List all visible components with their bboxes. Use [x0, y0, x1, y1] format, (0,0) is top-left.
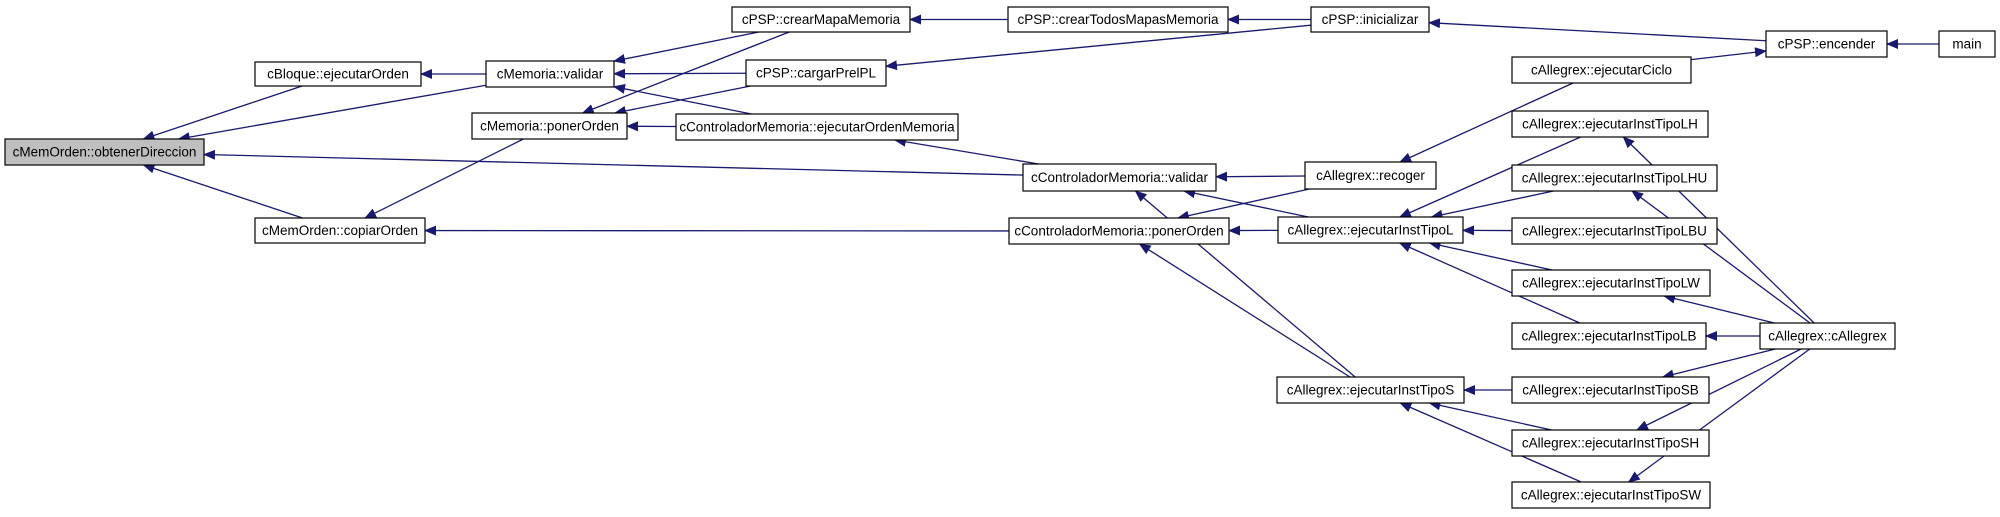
node-main[interactable]: main — [1938, 30, 1996, 58]
node-label: main — [1952, 37, 1981, 52]
node-allegrex-inst-tipo-sh[interactable]: cAllegrex::ejecutarInstTipoSH — [1511, 429, 1710, 457]
node-label: cAllegrex::ejecutarCiclo — [1531, 63, 1672, 78]
edge-cm_validar-to-root — [203, 149, 1024, 176]
edge-psp_inicializar-to-psp_cargar — [885, 24, 1312, 71]
node-label: cAllegrex::ejecutarInstTipoSB — [1522, 383, 1699, 398]
edge-al_LH-to-al_L — [1398, 136, 1581, 218]
edge-al_recoger-to-cm_validar — [1215, 171, 1306, 182]
node-controlador-ejecutar-orden-memoria[interactable]: cControladorMemoria::ejecutarOrdenMemori… — [675, 113, 959, 141]
edge-al_recoger-to-cm_poner — [1176, 188, 1310, 221]
edge-al_L-to-cm_validar — [1183, 188, 1309, 218]
node-label: cAllegrex::ejecutarInstTipoLBU — [1522, 224, 1707, 239]
node-label: cMemoria::ponerOrden — [480, 119, 619, 134]
edge-al_ciclo-to-al_recoger — [1399, 82, 1574, 163]
node-memoria-validar[interactable]: cMemoria::validar — [485, 60, 615, 88]
node-label: cPSP::crearMapaMemoria — [742, 12, 901, 27]
node-label: cPSP::encender — [1778, 37, 1876, 52]
node-label: cMemoria::validar — [497, 67, 604, 82]
node-label: cAllegrex::ejecutarInstTipoSH — [1522, 436, 1699, 451]
node-label: cMemOrden::copiarOrden — [262, 223, 418, 238]
edge-al_SW-to-al_S — [1399, 402, 1582, 483]
edge-al_S-to-cm_poner — [1138, 243, 1351, 378]
node-allegrex-inst-tipo-sb[interactable]: cAllegrex::ejecutarInstTipoSB — [1511, 376, 1710, 404]
node-label: cMemOrden::obtenerDireccion — [13, 145, 197, 160]
node-allegrex-ejecutar-ciclo[interactable]: cAllegrex::ejecutarCiclo — [1511, 56, 1692, 84]
node-label: cAllegrex::recoger — [1316, 168, 1425, 183]
node-label: cAllegrex::ejecutarInstTipoL — [1287, 223, 1454, 238]
edge-al_LW-to-al_L — [1428, 240, 1553, 271]
node-allegrex-inst-tipo-s[interactable]: cAllegrex::ejecutarInstTipoS — [1276, 376, 1465, 404]
edge-al_LB-to-al_L — [1398, 242, 1581, 324]
node-label: cAllegrex::ejecutarInstTipoLHU — [1522, 171, 1708, 186]
edge-memorden_copiar-to-root — [142, 163, 303, 219]
node-label: cPSP::crearTodosMapasMemoria — [1017, 12, 1219, 27]
node-label: cBloque::ejecutarOrden — [267, 67, 409, 82]
edge-al_LHU-to-al_L — [1430, 190, 1554, 220]
node-allegrex-constructor[interactable]: cAllegrex::cAllegrex — [1759, 322, 1896, 350]
node-psp-crear-mapa-memoria[interactable]: cPSP::crearMapaMemoria — [731, 6, 911, 33]
node-psp-inicializar[interactable]: cPSP::inicializar — [1310, 6, 1430, 33]
node-label: cControladorMemoria::ejecutarOrdenMemori… — [679, 120, 955, 135]
edge-psp_crearMapa-to-memoria_validar — [613, 31, 759, 64]
edge-al_ctor-to-al_LHU — [1631, 190, 1811, 324]
edge-memoria_validar-to-root — [177, 84, 487, 143]
edge-al_ciclo-to-psp_encender — [1690, 47, 1767, 61]
node-allegrex-inst-tipo-lbu[interactable]: cAllegrex::ejecutarInstTipoLBU — [1511, 217, 1718, 245]
edge-cm_ejecutar-to-memoria_validar — [613, 83, 752, 115]
node-label: cAllegrex::cAllegrex — [1768, 329, 1887, 344]
node-memorden-copiar-orden[interactable]: cMemOrden::copiarOrden — [254, 217, 426, 244]
edges-layer — [142, 14, 1939, 483]
edge-al_SH-to-al_S — [1428, 400, 1552, 431]
node-allegrex-inst-tipo-lhu[interactable]: cAllegrex::ejecutarInstTipoLHU — [1511, 164, 1718, 192]
edge-al_ctor-to-al_SW — [1627, 348, 1811, 483]
node-label: cAllegrex::ejecutarInstTipoS — [1287, 383, 1455, 398]
node-allegrex-inst-tipo-l[interactable]: cAllegrex::ejecutarInstTipoL — [1277, 216, 1464, 244]
node-label: cControladorMemoria::validar — [1031, 170, 1209, 185]
edge-psp_crearMapa-to-memoria_poner — [581, 31, 790, 114]
node-bloque-ejecutar-orden[interactable]: cBloque::ejecutarOrden — [254, 61, 422, 87]
edge-bloque_ejecutar-to-root — [142, 85, 303, 141]
node-psp-crear-todos-mapas-memoria[interactable]: cPSP::crearTodosMapasMemoria — [1007, 6, 1229, 33]
edge-cm_validar-to-cm_ejecutar — [893, 136, 1039, 165]
node-label: cAllegrex::ejecutarInstTipoLB — [1521, 329, 1696, 344]
node-label: cAllegrex::ejecutarInstTipoLH — [1522, 117, 1698, 132]
node-allegrex-inst-tipo-sw[interactable]: cAllegrex::ejecutarInstTipoSW — [1511, 481, 1711, 509]
node-controlador-validar[interactable]: cControladorMemoria::validar — [1022, 163, 1217, 192]
edge-memoria_poner-to-memorden_copiar — [364, 138, 524, 219]
edge-psp_encender-to-psp_inicializar — [1428, 18, 1767, 42]
node-label: cAllegrex::ejecutarInstTipoLW — [1522, 276, 1700, 291]
node-psp-encender[interactable]: cPSP::encender — [1765, 30, 1888, 58]
edge-al_ctor-to-al_SB — [1661, 348, 1776, 380]
edge-psp_cargar-to-memoria_poner — [613, 85, 751, 116]
node-label: cPSP::inicializar — [1322, 12, 1419, 27]
node-memoria-poner-orden[interactable]: cMemoria::ponerOrden — [471, 112, 628, 140]
nodes-layer: cMemOrden::obtenerDireccion cBloque::eje… — [4, 6, 1996, 509]
node-label: cPSP::cargarPrelPL — [756, 66, 877, 81]
node-allegrex-inst-tipo-lb[interactable]: cAllegrex::ejecutarInstTipoLB — [1511, 322, 1707, 350]
node-root-obtener-direccion[interactable]: cMemOrden::obtenerDireccion — [4, 138, 205, 166]
node-psp-cargar-prelpl[interactable]: cPSP::cargarPrelPL — [745, 59, 887, 87]
edge-al_ctor-to-al_SH — [1635, 348, 1802, 431]
node-allegrex-recoger[interactable]: cAllegrex::recoger — [1304, 161, 1437, 190]
edge-al_ctor-to-al_LW — [1663, 293, 1775, 324]
node-controlador-poner-orden[interactable]: cControladorMemoria::ponerOrden — [1008, 217, 1230, 245]
node-allegrex-inst-tipo-lw[interactable]: cAllegrex::ejecutarInstTipoLW — [1511, 269, 1711, 297]
node-label: cControladorMemoria::ponerOrden — [1014, 224, 1223, 239]
node-allegrex-inst-tipo-lh[interactable]: cAllegrex::ejecutarInstTipoLH — [1511, 110, 1709, 138]
node-label: cAllegrex::ejecutarInstTipoSW — [1521, 488, 1702, 503]
